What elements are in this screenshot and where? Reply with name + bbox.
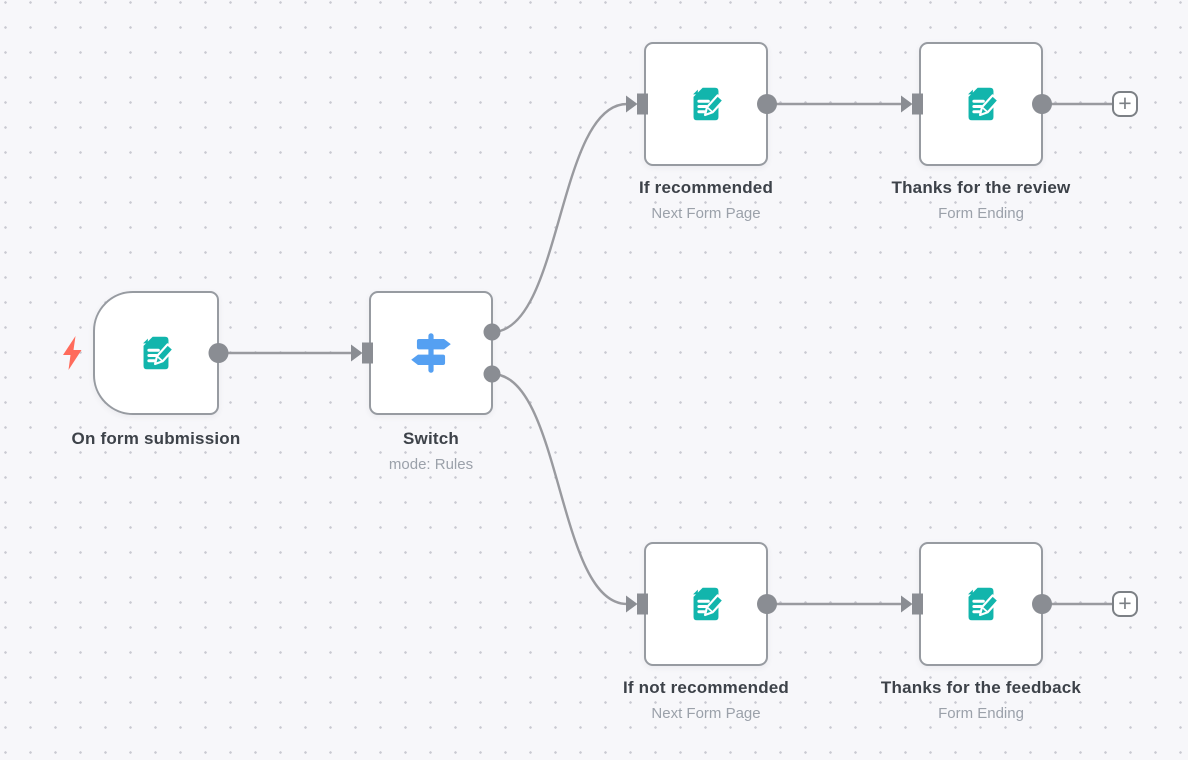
node-title: On form submission: [71, 429, 241, 448]
node-title: Thanks for the review: [891, 178, 1071, 197]
connection-arrow-icon: [351, 344, 363, 362]
node-switch[interactable]: [369, 291, 493, 415]
add-node-button[interactable]: +: [1112, 91, 1138, 117]
connection-switch-to-if-not-recommended[interactable]: [491, 372, 628, 606]
node-title: If recommended: [638, 178, 774, 197]
node-thanks-for-the-feedback[interactable]: [919, 542, 1043, 666]
node-subtitle: Form Ending: [938, 705, 1024, 722]
form-pencil-icon: [143, 336, 175, 370]
node-if-not-recommended[interactable]: [644, 542, 768, 666]
add-node-button[interactable]: +: [1112, 591, 1138, 617]
connection-arrow-icon: [901, 95, 913, 113]
node-title: Thanks for the feedback: [880, 678, 1082, 697]
form-pencil-icon: [968, 87, 1000, 121]
node-thanks-for-the-review[interactable]: [919, 42, 1043, 166]
connection-arrow-icon: [626, 95, 638, 113]
node-subtitle: Form Ending: [938, 205, 1024, 222]
form-pencil-icon: [693, 87, 725, 121]
connection-arrow-icon: [901, 595, 913, 613]
signpost-icon: [411, 333, 451, 373]
node-if-recommended[interactable]: [644, 42, 768, 166]
node-title: Switch: [403, 429, 459, 448]
connection-arrow-icon: [626, 595, 638, 613]
plus-icon: +: [1118, 90, 1132, 116]
node-title: If not recommended: [622, 678, 790, 697]
node-subtitle: Next Form Page: [651, 705, 761, 722]
node-on-form-submission[interactable]: [93, 291, 219, 415]
node-subtitle: Next Form Page: [651, 205, 761, 222]
lightning-trigger-icon: [63, 336, 82, 370]
plus-icon: +: [1118, 590, 1132, 616]
form-pencil-icon: [693, 587, 725, 621]
form-pencil-icon: [968, 587, 1000, 621]
node-subtitle: mode: Rules: [388, 456, 474, 473]
